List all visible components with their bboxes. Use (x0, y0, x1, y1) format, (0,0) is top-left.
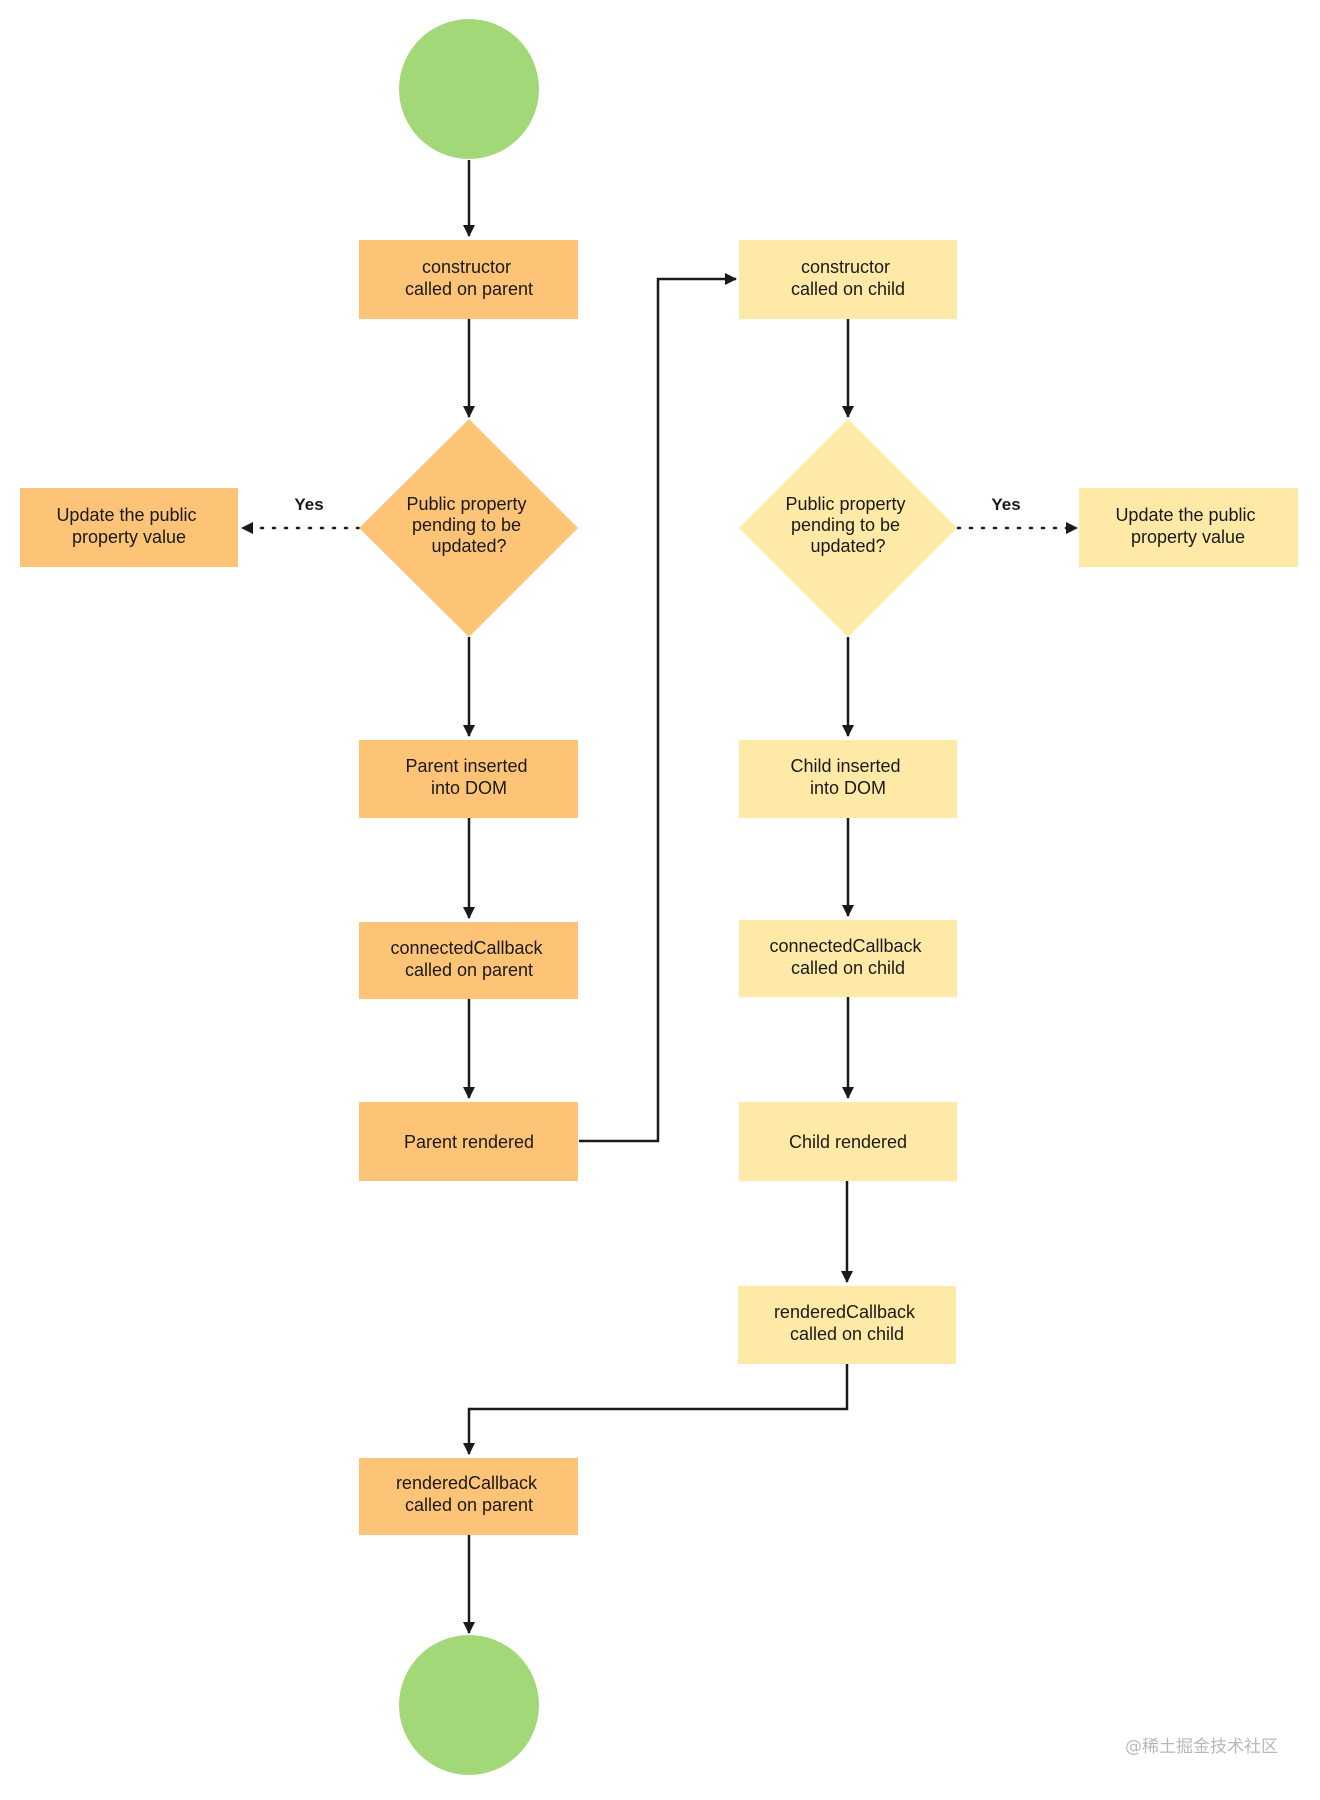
child-yes-label: Yes (991, 495, 1020, 514)
child-update-node: Update the public property value (1079, 488, 1298, 567)
parent-decision-label: Public property pending to be updated? (406, 494, 531, 556)
child-rendered-callback-label: renderedCallback called on child (774, 1302, 920, 1344)
parent-rendered-callback-node: renderedCallback called on parent (359, 1458, 578, 1535)
child-connected-label: connectedCallback called on child (769, 936, 926, 978)
child-rendered-node: Child rendered (739, 1102, 957, 1181)
child-constructor-node: constructor called on child (739, 240, 957, 319)
edges (240, 160, 1079, 1634)
parent-constructor-label: constructor called on parent (405, 257, 533, 299)
end-node (399, 1635, 539, 1775)
parent-decision-node: Public property pending to be updated? (359, 419, 578, 637)
parent-yes-label: Yes (294, 495, 323, 514)
child-inserted-node: Child inserted into DOM (739, 740, 957, 818)
watermark: @稀土掘金技术社区 (1125, 1737, 1278, 1757)
parent-connected-label: connectedCallback called on parent (390, 938, 547, 980)
child-connected-node: connectedCallback called on child (739, 920, 957, 997)
parent-inserted-node: Parent inserted into DOM (359, 740, 578, 818)
child-rendered-callback-node: renderedCallback called on child (738, 1286, 956, 1364)
child-decision-node: Public property pending to be updated? (739, 419, 957, 637)
parent-connected-node: connectedCallback called on parent (359, 922, 578, 999)
child-update-label: Update the public property value (1115, 505, 1260, 547)
child-rendered-label: Child rendered (789, 1132, 907, 1152)
child-decision-label: Public property pending to be updated? (785, 494, 910, 556)
parent-rendered-node: Parent rendered (359, 1102, 578, 1181)
start-node (399, 19, 539, 159)
edge-parent-rendered-to-child-constructor (579, 273, 737, 1143)
parent-update-label: Update the public property value (56, 505, 201, 547)
edge-child-rendered-callback-to-parent (463, 1364, 849, 1455)
parent-constructor-node: constructor called on parent (359, 240, 578, 319)
parent-inserted-label: Parent inserted into DOM (405, 756, 532, 798)
child-inserted-label: Child inserted into DOM (790, 756, 905, 798)
child-constructor-label: constructor called on child (791, 257, 905, 299)
parent-update-node: Update the public property value (20, 488, 238, 567)
parent-rendered-label: Parent rendered (404, 1132, 534, 1152)
parent-rendered-callback-label: renderedCallback called on parent (396, 1473, 542, 1515)
